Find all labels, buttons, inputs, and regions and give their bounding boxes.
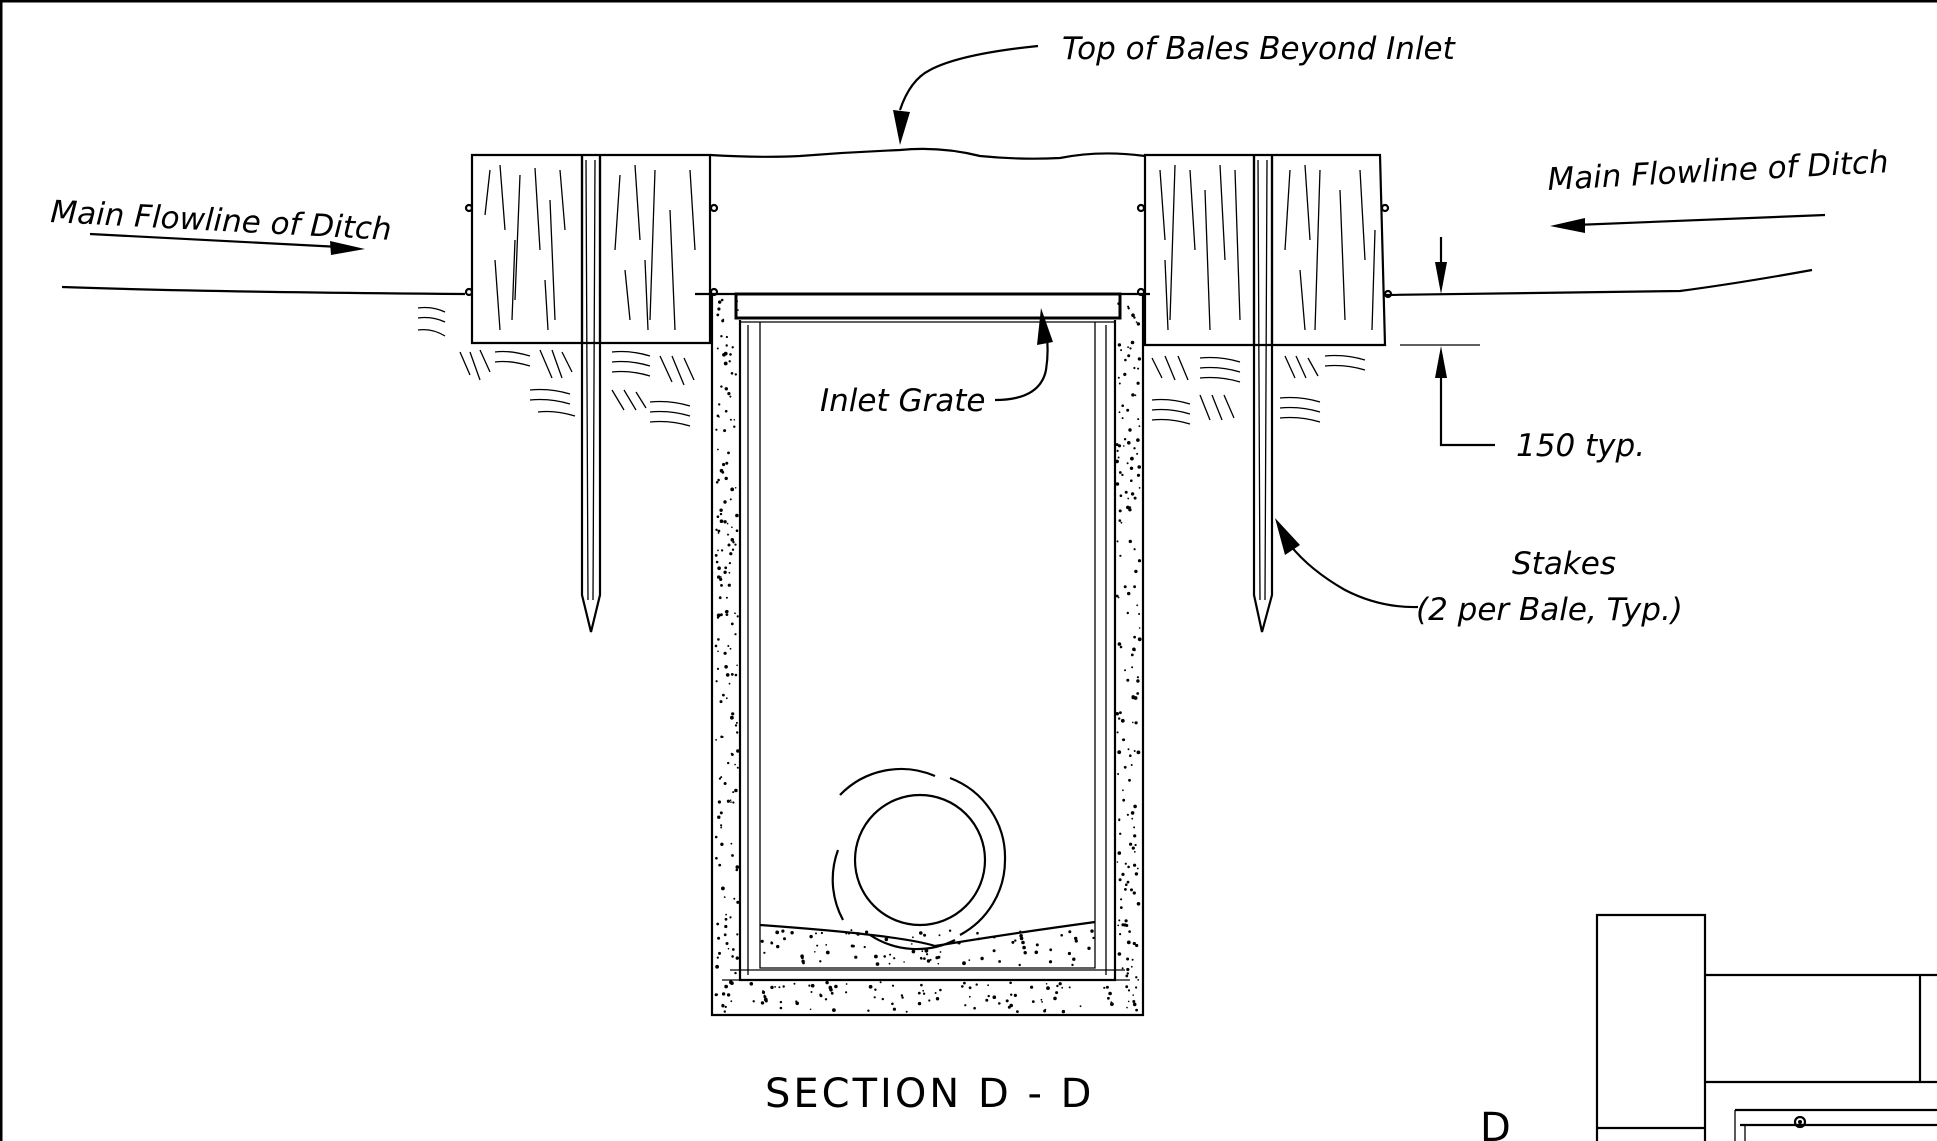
dimension-150 [1400, 237, 1495, 447]
leader-stakes [1289, 544, 1419, 609]
partial-label: D [1480, 1105, 1514, 1141]
adjacent-detail-partial [1595, 913, 1937, 1141]
left-bales [417, 153, 719, 427]
label-dimension: 150 typ. [1516, 428, 1645, 464]
label-stakes-detail: (2 per Bale, Typ.) [1416, 592, 1683, 628]
label-stakes: Stakes [1512, 546, 1616, 582]
arrowhead-top-of-bales [893, 110, 910, 145]
leader-top-of-bales [898, 44, 1039, 111]
concrete-stipple [714, 298, 1142, 1014]
ground-line-right [1384, 268, 1813, 297]
ground-line-left [61, 285, 466, 296]
right-stake [1252, 155, 1274, 633]
label-inlet-grate: Inlet Grate [820, 383, 985, 419]
left-stake [580, 155, 602, 633]
right-bales [1136, 153, 1393, 425]
top-of-bales-line [709, 147, 1146, 160]
outlet-pipe [831, 767, 1007, 951]
label-top-of-bales: Top of Bales Beyond Inlet [1062, 31, 1457, 67]
label-flowline-right: Main Flowline of Ditch [1547, 144, 1890, 198]
flow-arrow-right [1574, 213, 1826, 227]
flow-arrow-left [89, 232, 341, 249]
inlet-structure [710, 292, 1145, 1017]
section-title: SECTION D - D [765, 1071, 1094, 1117]
